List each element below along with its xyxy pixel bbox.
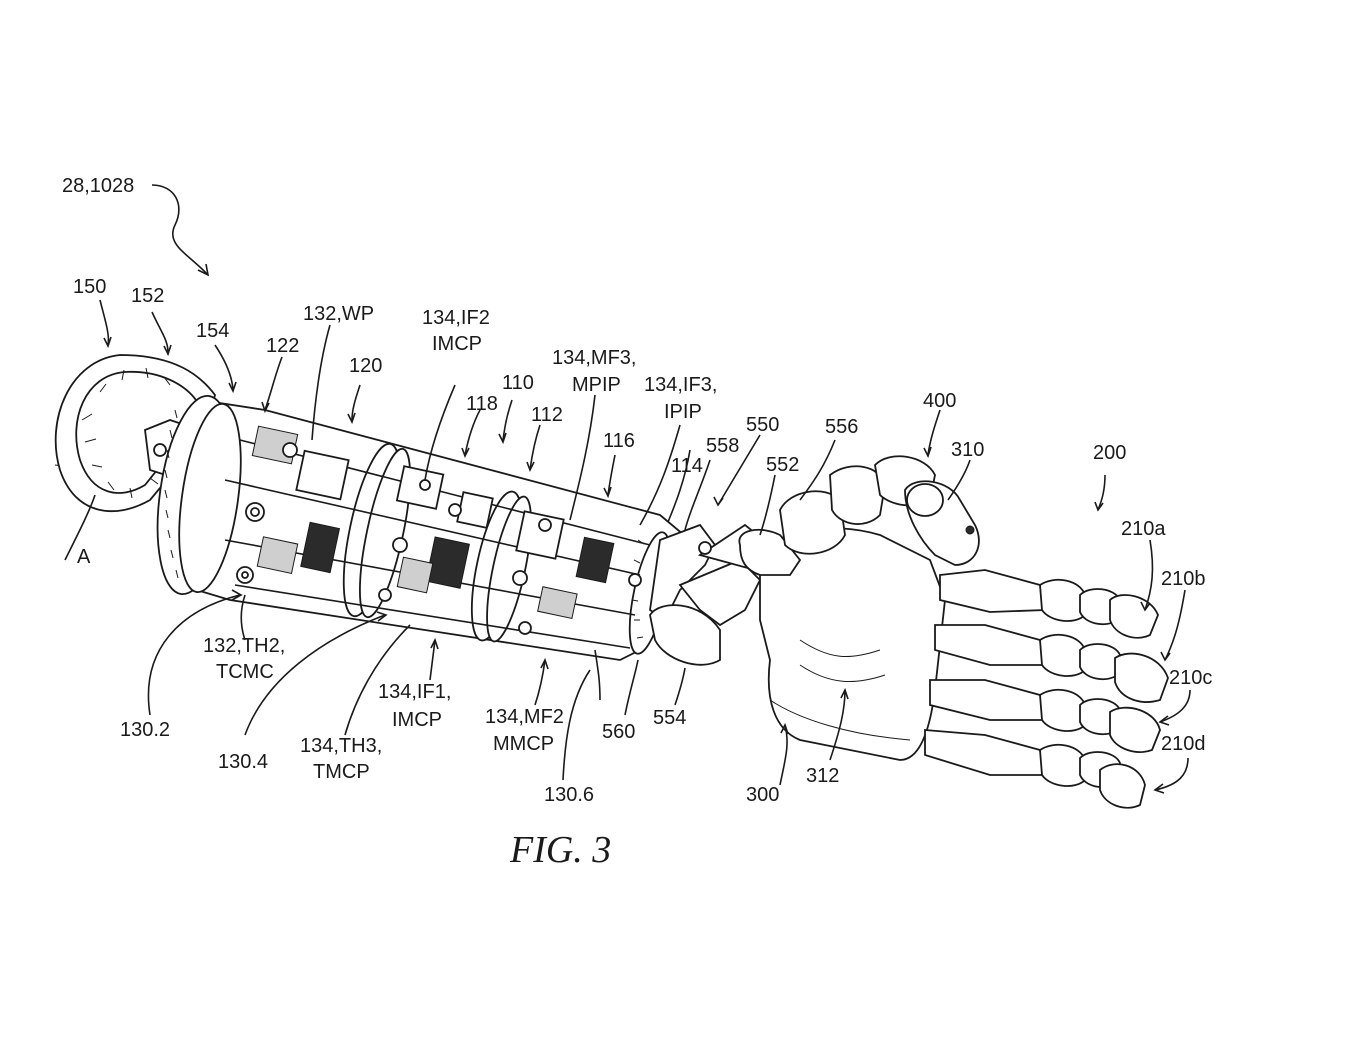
label-210d: 210d — [1161, 733, 1206, 755]
label-210a: 210a — [1121, 518, 1166, 540]
label-134-if3-line1: 134,IF3, — [644, 374, 717, 396]
leader-lines — [64, 184, 1191, 794]
label-134-if2-line2: IMCP — [432, 333, 482, 355]
label-152: 152 — [131, 285, 164, 307]
label-132-th2-line1: 132,TH2, — [203, 635, 285, 657]
label-210b: 210b — [1161, 568, 1206, 590]
label-556: 556 — [825, 416, 858, 438]
label-400: 400 — [923, 390, 956, 412]
label-134-th3-line2: TMCP — [313, 761, 370, 783]
label-210c: 210c — [1169, 667, 1212, 689]
label-130-6: 130.6 — [544, 784, 594, 806]
label-112: 112 — [531, 404, 563, 426]
label-134-if1-line2: IMCP — [392, 709, 442, 731]
label-134-if3-line2: IPIP — [664, 401, 702, 423]
label-558: 558 — [706, 435, 739, 457]
label-552: 552 — [766, 454, 799, 476]
label-134-if1-line1: 134,IF1, — [378, 681, 451, 703]
label-122: 122 — [266, 335, 299, 357]
label-310: 310 — [951, 439, 984, 461]
harness-ring — [54, 354, 216, 513]
finger-210c — [929, 679, 1161, 753]
label-300: 300 — [746, 784, 779, 806]
finger-210b — [934, 624, 1169, 703]
label-134-mf3-line1: 134,MF3, — [552, 347, 636, 369]
thumb — [738, 455, 980, 576]
label-134-mf2-line2: MMCP — [493, 733, 554, 755]
label-554: 554 — [653, 707, 686, 729]
label-130-2: 130.2 — [120, 719, 170, 741]
label-154: 154 — [196, 320, 229, 342]
label-134-th3-line1: 134,TH3, — [300, 735, 382, 757]
label-134-if2-line1: 134,IF2 — [422, 307, 490, 329]
label-134-mf3-line2: MPIP — [572, 374, 621, 396]
label-116: 116 — [603, 430, 635, 452]
label-560: 560 — [602, 721, 635, 743]
label-118: 118 — [466, 393, 498, 415]
finger-210d — [924, 729, 1146, 809]
forearm-housing — [156, 394, 691, 661]
reference-labels: 28,1028 150 152 154 A 122 132,WP 120 134… — [62, 175, 1212, 806]
label-550: 550 — [746, 414, 779, 436]
label-assembly: 28,1028 — [62, 175, 134, 197]
label-120: 120 — [349, 355, 382, 377]
label-132-th2-line2: TCMC — [216, 661, 274, 683]
label-312: 312 — [806, 765, 839, 787]
figure-caption: FIG. 3 — [509, 829, 611, 871]
label-130-4: 130.4 — [218, 751, 268, 773]
fingers — [924, 569, 1169, 809]
label-114: 114 — [671, 455, 703, 477]
label-110: 110 — [502, 372, 534, 394]
label-150: 150 — [73, 276, 106, 298]
label-132-wp: 132,WP — [303, 303, 374, 325]
label-200: 200 — [1093, 442, 1126, 464]
label-134-mf2-line1: 134,MF2 — [485, 706, 564, 728]
label-axis-a: A — [77, 546, 91, 568]
prosthetic-arm-drawing — [54, 354, 1169, 809]
